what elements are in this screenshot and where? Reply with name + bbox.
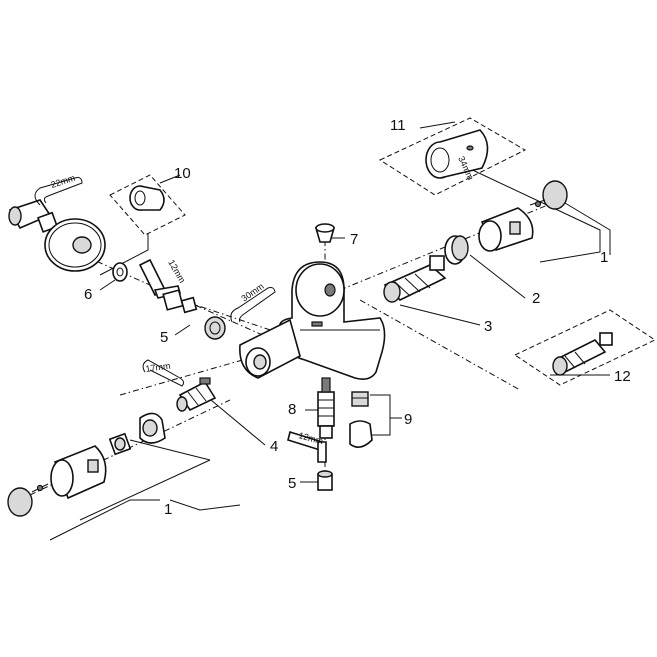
callout-12: 12 bbox=[614, 368, 631, 385]
callout-labels: 11 10 7 1 2 6 3 5 12 8 9 4 5 1 bbox=[84, 117, 631, 518]
hex-key-12mm-bottom-icon bbox=[287, 430, 327, 463]
callout-9: 9 bbox=[404, 411, 412, 428]
callout-2: 2 bbox=[532, 290, 540, 307]
callout-7: 7 bbox=[350, 231, 358, 248]
callout-4: 4 bbox=[270, 438, 278, 455]
callout-11: 11 bbox=[390, 117, 406, 134]
callout-5-left: 5 bbox=[160, 329, 168, 346]
handle-right bbox=[478, 180, 568, 252]
thermostat-cartridge bbox=[383, 255, 447, 303]
group-box-10 bbox=[109, 174, 186, 236]
housing-left bbox=[139, 412, 166, 444]
washer-6 bbox=[112, 262, 128, 282]
callout-1-right: 1 bbox=[600, 249, 608, 266]
cartridge-12 bbox=[552, 332, 613, 376]
adapter-left bbox=[108, 432, 132, 456]
handle-left bbox=[7, 445, 107, 517]
plug-7 bbox=[314, 223, 336, 243]
diverter-4 bbox=[176, 377, 217, 412]
ring-2 bbox=[444, 235, 469, 265]
ring-34mm bbox=[425, 129, 489, 179]
callout-10: 10 bbox=[174, 165, 191, 182]
adapter-10 bbox=[129, 185, 165, 211]
wrench-30mm-icon bbox=[230, 287, 276, 323]
callout-8: 8 bbox=[288, 401, 296, 418]
spindle-8 bbox=[317, 377, 335, 439]
rosette-left bbox=[44, 218, 106, 272]
nipple-5-bottom bbox=[317, 470, 333, 491]
dim-17mm: 17mm bbox=[145, 361, 171, 374]
mixer-body bbox=[239, 261, 386, 380]
callout-6: 6 bbox=[84, 286, 92, 303]
nipple-5 bbox=[162, 289, 226, 340]
callout-5-bottom: 5 bbox=[288, 475, 296, 492]
group-box-12 bbox=[513, 309, 657, 386]
callout-1-bottom: 1 bbox=[164, 501, 172, 518]
group-box-11 bbox=[378, 117, 527, 196]
dim-12mm-top: 12mm bbox=[166, 258, 187, 285]
hex-key-12mm-top-icon bbox=[138, 258, 182, 299]
wrench-17mm-icon bbox=[142, 359, 185, 387]
eccentric-left bbox=[8, 199, 59, 233]
wrench-22mm-icon bbox=[34, 177, 83, 206]
callout-3: 3 bbox=[484, 318, 492, 335]
dim-22mm: 22mm bbox=[50, 173, 77, 190]
head-9 bbox=[349, 391, 373, 448]
